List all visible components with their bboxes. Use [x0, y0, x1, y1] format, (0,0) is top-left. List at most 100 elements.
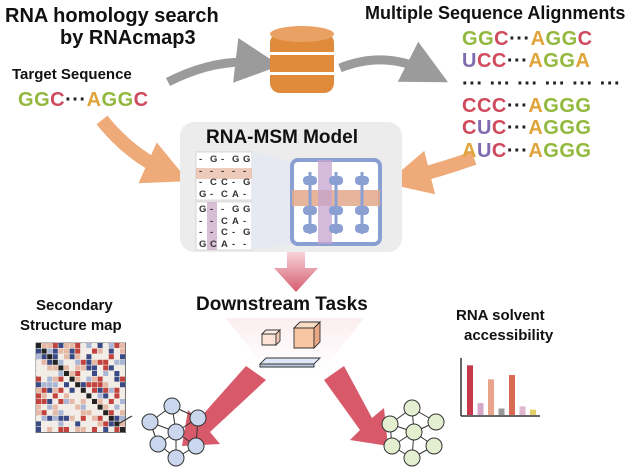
msa-row-2: ··· ··· ··· ··· ··· ··· — [462, 74, 621, 94]
target-base-0: G — [18, 89, 35, 111]
database-icon — [270, 26, 334, 93]
grid-top-cell-3-0: G — [199, 188, 207, 200]
grid-bottom-cell-2-1: - — [210, 227, 214, 238]
grid-top-cell-2-4: G — [243, 177, 251, 188]
msa-row-4-base-2: C — [491, 117, 507, 139]
grid-top-cell-0-3: G — [232, 154, 240, 165]
msa-row-4-base-5: G — [543, 117, 560, 139]
neural-network-icon-right — [381, 399, 445, 467]
msa-row-1: UCC···AGGA — [462, 51, 590, 71]
msa-row-0-base-7: C — [577, 28, 593, 50]
grid-bottom-cell-1-3: A — [232, 215, 239, 227]
grid-bottom-cell-3-4: - — [243, 238, 247, 250]
grid-bottom-cell-1-0: - — [199, 215, 203, 227]
msa-row-5-base-2: C — [491, 140, 507, 162]
msa-row-3-base-1: C — [476, 95, 492, 117]
solvent-bar-5 — [519, 406, 526, 415]
grid-bottom-cell-3-0: G — [199, 238, 207, 250]
grid-top-cell-3-3: A — [232, 188, 239, 200]
msa-row-5: AUC···AGGG — [462, 141, 591, 161]
msa-row-0-base-4: A — [530, 28, 546, 50]
grid-top-cell-1-3: - — [232, 165, 236, 177]
target-base-3: ··· — [65, 89, 87, 111]
grid-top-cell-1-1: - — [210, 165, 214, 177]
arrow-target-to-database — [165, 38, 281, 87]
grid-top-cell-2-3: - — [232, 177, 236, 188]
arrow-msa-to-model — [386, 150, 477, 195]
grid-bottom-cell-1-2: C — [221, 215, 228, 227]
arrow-tasks-to-secondary — [182, 366, 266, 446]
msa-row-3-base-2: C — [491, 95, 507, 117]
secondary-title-line2: Structure map — [20, 317, 122, 334]
grid-bottom-cell-1-4: - — [243, 215, 247, 227]
search-title-line1: RNA homology search — [5, 5, 219, 27]
solvent-bar-2 — [488, 379, 494, 415]
attention-grid-icon — [290, 158, 382, 246]
msa-row-0-base-6: G — [561, 28, 578, 50]
plate-icon — [258, 357, 322, 368]
msa-row-0-base-5: G — [545, 28, 562, 50]
neural-network-icon-left — [141, 397, 207, 467]
msa-row-1-base-5: G — [543, 50, 560, 72]
solvent-title-line1: RNA solvent — [456, 307, 545, 324]
solvent-bar-chart — [460, 358, 540, 417]
grid-top-cell-3-4: - — [243, 188, 247, 200]
msa-row-4-base-3: ··· — [506, 117, 529, 139]
arrow-target-to-model — [96, 115, 189, 184]
grid-bottom-cell-2-4: G — [243, 227, 251, 238]
target-base-1: G — [34, 89, 51, 111]
msa-row-3: CCC···AGGG — [462, 96, 591, 116]
msa-row-0-base-1: G — [478, 28, 495, 50]
msa-row-3-base-5: G — [543, 95, 560, 117]
grid-top-cell-1-2: - — [221, 165, 225, 177]
downstream-title: Downstream Tasks — [196, 294, 368, 315]
cube-small-icon — [260, 328, 282, 347]
msa-row-3-base-0: C — [462, 95, 477, 117]
grid-bottom-cell-0-1: - — [210, 204, 214, 215]
msa-row-1-base-0: U — [462, 50, 477, 72]
grid-top-cell-1-4: - — [243, 165, 247, 177]
msa-row-1-base-1: C — [476, 50, 492, 72]
grid-bottom-cell-0-2: - — [221, 204, 225, 215]
msa-row-5-base-4: A — [528, 140, 544, 162]
target-sequence: GGC···AGGC — [18, 90, 149, 110]
secondary-structure-map — [35, 342, 133, 433]
msa-row-4-base-4: A — [528, 117, 544, 139]
grid-bottom-cell-3-3: - — [232, 238, 236, 250]
msa-title: Multiple Sequence Alignments — [365, 3, 626, 23]
grid-bottom-cell-1-1: - — [210, 215, 214, 227]
grid-top-cell-0-1: G — [210, 154, 218, 165]
msa-row-5-base-1: U — [476, 140, 492, 162]
msa-row-0-base-2: C — [494, 28, 510, 50]
target-base-2: C — [50, 89, 66, 111]
attention-shade — [252, 152, 292, 250]
grid-bottom-cell-3-2: A — [221, 238, 228, 250]
solvent-title-line2: accessibility — [464, 327, 554, 344]
msa-row-5-base-7: G — [575, 140, 592, 162]
grid-top-cell-0-2: - — [221, 154, 225, 165]
grid-bottom-cell-2-2: C — [221, 227, 228, 238]
msa-row-3-base-7: G — [575, 95, 592, 117]
msa-row-4: CUC···AGGG — [462, 118, 591, 138]
msa-row-1-base-3: ··· — [506, 50, 529, 72]
arrow-tasks-to-solvent — [324, 366, 388, 446]
msa-row-3-base-4: A — [528, 95, 544, 117]
msa-row-1-base-6: G — [559, 50, 576, 72]
msa-row-5-base-5: G — [543, 140, 560, 162]
solvent-bar-3 — [498, 408, 505, 415]
grid-top-cell-2-0: - — [199, 177, 203, 188]
msa-row-1-base-7: A — [575, 50, 591, 72]
solvent-bar-6 — [530, 409, 536, 415]
msa-row-5-base-6: G — [559, 140, 576, 162]
msa-row-5-base-0: A — [462, 140, 477, 162]
target-base-5: G — [101, 89, 118, 111]
grid-top-cell-2-1: C — [210, 177, 217, 188]
target-base-7: C — [133, 89, 149, 111]
msa-row-4-base-6: G — [559, 117, 576, 139]
msa-row-3-base-6: G — [559, 95, 576, 117]
msa-row-0-base-0: G — [462, 28, 479, 50]
arrow-database-to-msa — [338, 41, 449, 83]
alignment-grid-bottom — [195, 201, 253, 251]
cube-large-icon — [292, 320, 322, 350]
